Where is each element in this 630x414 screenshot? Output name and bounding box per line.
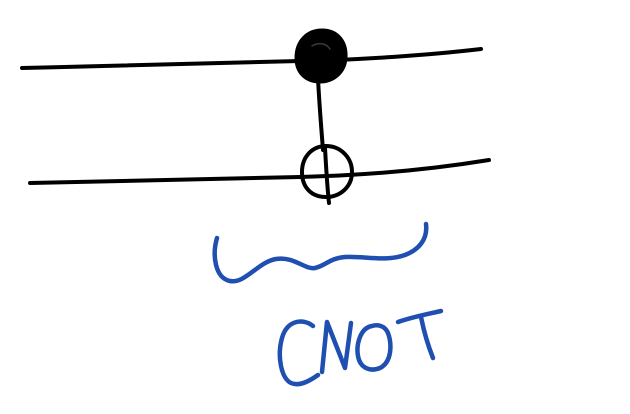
wavy-underbrace [212, 221, 429, 284]
label-letter-c [277, 319, 321, 387]
control-dot [294, 28, 348, 84]
control-target-connector [316, 76, 325, 152]
target-circle [300, 144, 354, 199]
control-dot-sheen [311, 42, 331, 50]
gate-label-text: CNOT [276, 322, 453, 395]
label-letter-t-stem [418, 314, 436, 361]
top-qubit-wire [20, 47, 483, 70]
label-letter-n [319, 319, 354, 375]
bottom-qubit-wire [28, 158, 491, 185]
target-plus-vertical [323, 146, 331, 205]
gate-label-cnot: CNOT [276, 308, 453, 395]
label-letter-o [355, 323, 393, 372]
